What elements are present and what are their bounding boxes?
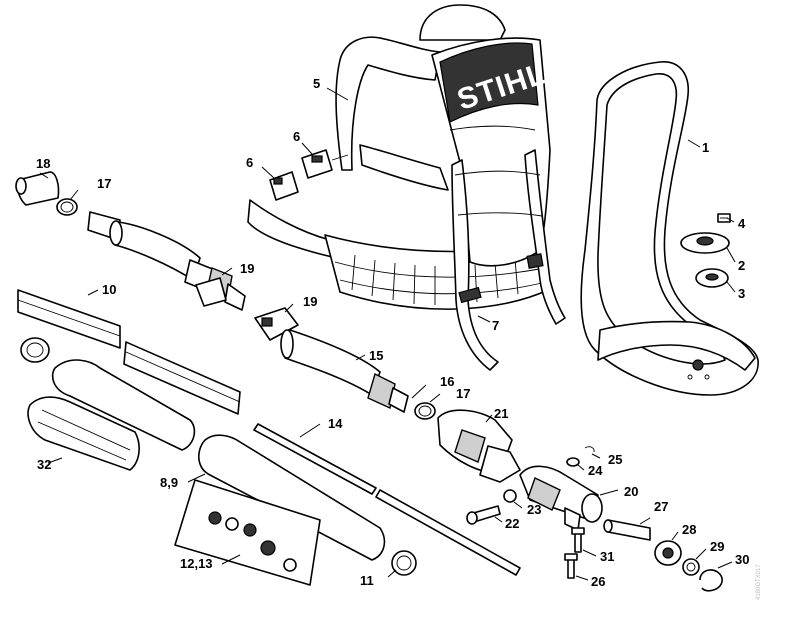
label-part-28: 28 xyxy=(682,522,696,537)
label-part-26: 26 xyxy=(591,574,605,589)
label-part-7: 7 xyxy=(492,318,499,333)
label-part-32: 32 xyxy=(37,457,51,472)
label-part-16: 16 xyxy=(440,374,454,389)
part-4-screw xyxy=(717,213,731,223)
label-part-6-second: 6 xyxy=(246,155,253,170)
part-31-screw xyxy=(571,527,585,553)
part-27-shaft xyxy=(603,519,651,541)
buckle-part-6 xyxy=(269,171,299,201)
part-28-bearing xyxy=(654,540,682,566)
part-2-bushing xyxy=(680,232,730,254)
part-17b-ring xyxy=(414,402,436,420)
label-part-5: 5 xyxy=(313,76,320,91)
shaft-assembly-center xyxy=(280,329,409,413)
label-part-19: 19 xyxy=(240,261,254,276)
leader-lines xyxy=(39,87,736,581)
label-part-19-second: 19 xyxy=(303,294,317,309)
label-part-12-13: 12,13 xyxy=(180,556,213,571)
label-part-22: 22 xyxy=(505,516,519,531)
part-30-circlip xyxy=(699,569,723,592)
label-part-14: 14 xyxy=(328,416,343,431)
label-part-23: 23 xyxy=(527,502,541,517)
buckle-part-6b xyxy=(301,149,349,179)
part-17-ring xyxy=(56,198,78,216)
label-part-31: 31 xyxy=(600,549,614,564)
part-19-clamp xyxy=(254,307,299,341)
label-part-30: 30 xyxy=(735,552,749,567)
label-part-1: 1 xyxy=(702,140,709,155)
label-part-25: 25 xyxy=(608,452,622,467)
part-number-labels: 1 2 3 4 5 6 6 7 8,9 10 11 12,13 14 15 16… xyxy=(36,76,749,589)
part-22-screw xyxy=(466,505,501,525)
part-29-washer xyxy=(682,558,700,576)
part-10-profile xyxy=(17,289,241,415)
label-part-2: 2 xyxy=(738,258,745,273)
part-21-housing xyxy=(437,409,521,483)
part-14-shaft xyxy=(253,423,521,576)
drawing-code: 4180GTX017 xyxy=(756,564,762,600)
tube-part xyxy=(51,359,196,451)
part-18-cap xyxy=(15,171,60,206)
part-11-coupling xyxy=(20,337,50,363)
part-11-end-cap xyxy=(391,550,417,576)
part-8-9-tube xyxy=(198,434,386,561)
shaft-assembly-left xyxy=(87,211,246,311)
label-part-20: 20 xyxy=(624,484,638,499)
label-part-17: 17 xyxy=(97,176,111,191)
label-part-3: 3 xyxy=(738,286,745,301)
label-part-6: 6 xyxy=(293,129,300,144)
label-part-29: 29 xyxy=(710,539,724,554)
part-3-bearing xyxy=(695,268,729,288)
label-part-4: 4 xyxy=(738,216,746,231)
backpack-harness: STIHL xyxy=(247,4,566,371)
part-25-clip xyxy=(584,446,595,453)
label-part-21: 21 xyxy=(494,406,508,421)
part-20-gearhead xyxy=(519,465,603,531)
label-part-27: 27 xyxy=(654,499,668,514)
label-part-24: 24 xyxy=(588,463,603,478)
part-12-13-decal xyxy=(174,479,321,586)
label-part-15: 15 xyxy=(369,348,383,363)
part-32-profile xyxy=(27,396,140,471)
part-24-washer xyxy=(566,457,580,467)
part-26-screw xyxy=(564,553,578,579)
label-part-11: 11 xyxy=(360,573,374,588)
label-part-10: 10 xyxy=(102,282,116,297)
label-part-18: 18 xyxy=(36,156,50,171)
frame-part-1 xyxy=(580,61,759,396)
label-part-17-second: 17 xyxy=(456,386,470,401)
label-part-8-9: 8,9 xyxy=(160,475,178,490)
part-23-spring xyxy=(503,489,517,503)
